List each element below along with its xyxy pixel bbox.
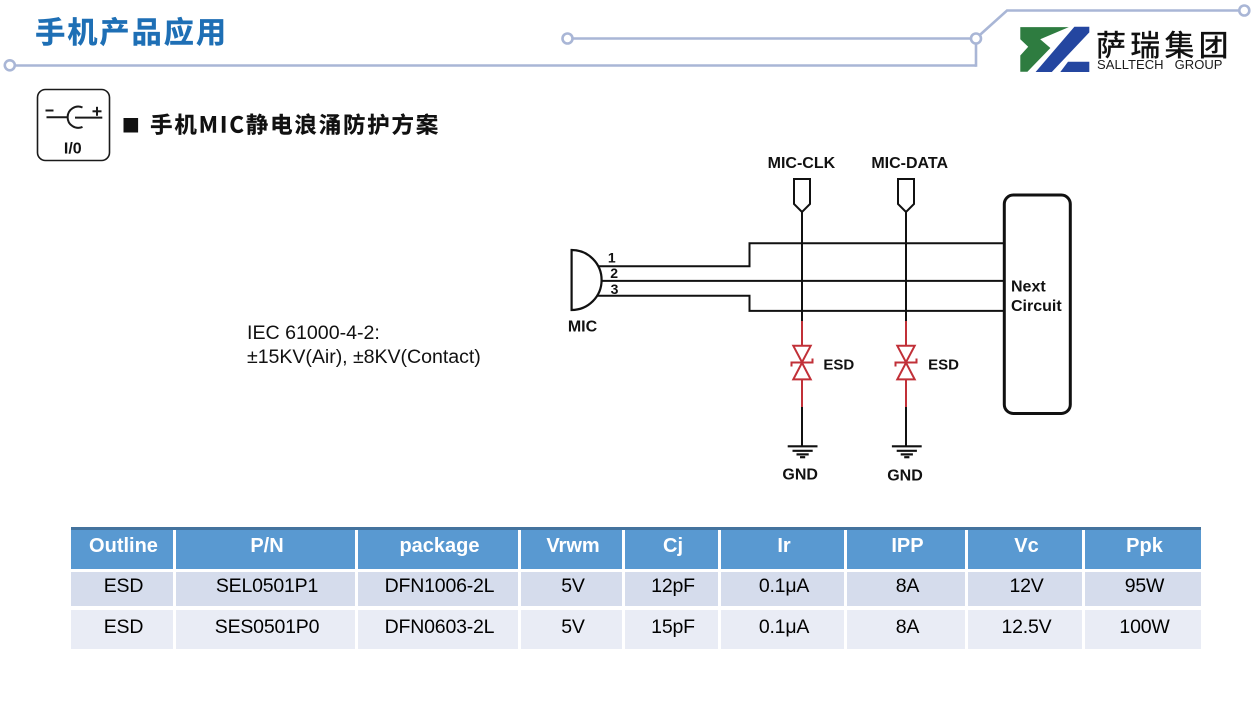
svg-text:IEC 61000-4-2:: IEC 61000-4-2: xyxy=(247,322,380,344)
svg-text:MIC-DATA: MIC-DATA xyxy=(871,155,948,172)
svg-text:Next: Next xyxy=(1011,279,1046,296)
svg-text:ESD: ESD xyxy=(928,357,959,374)
svg-text:±15KV(Air), ±8KV(Contact): ±15KV(Air), ±8KV(Contact) xyxy=(247,346,481,368)
svg-text:MIC: MIC xyxy=(568,319,598,336)
svg-text:ESD: ESD xyxy=(823,357,854,374)
svg-text:3: 3 xyxy=(611,281,619,297)
svg-text:MIC-CLK: MIC-CLK xyxy=(768,155,836,172)
svg-text:SALLTECH GROUP: SALLTECH GROUP xyxy=(1097,57,1223,72)
svg-text:GND: GND xyxy=(782,467,818,484)
svg-text:2: 2 xyxy=(610,265,618,281)
svg-text:Circuit: Circuit xyxy=(1011,298,1062,315)
svg-text:I/0: I/0 xyxy=(64,141,82,158)
svg-text:GND: GND xyxy=(887,468,923,485)
svg-text:1: 1 xyxy=(608,250,616,266)
